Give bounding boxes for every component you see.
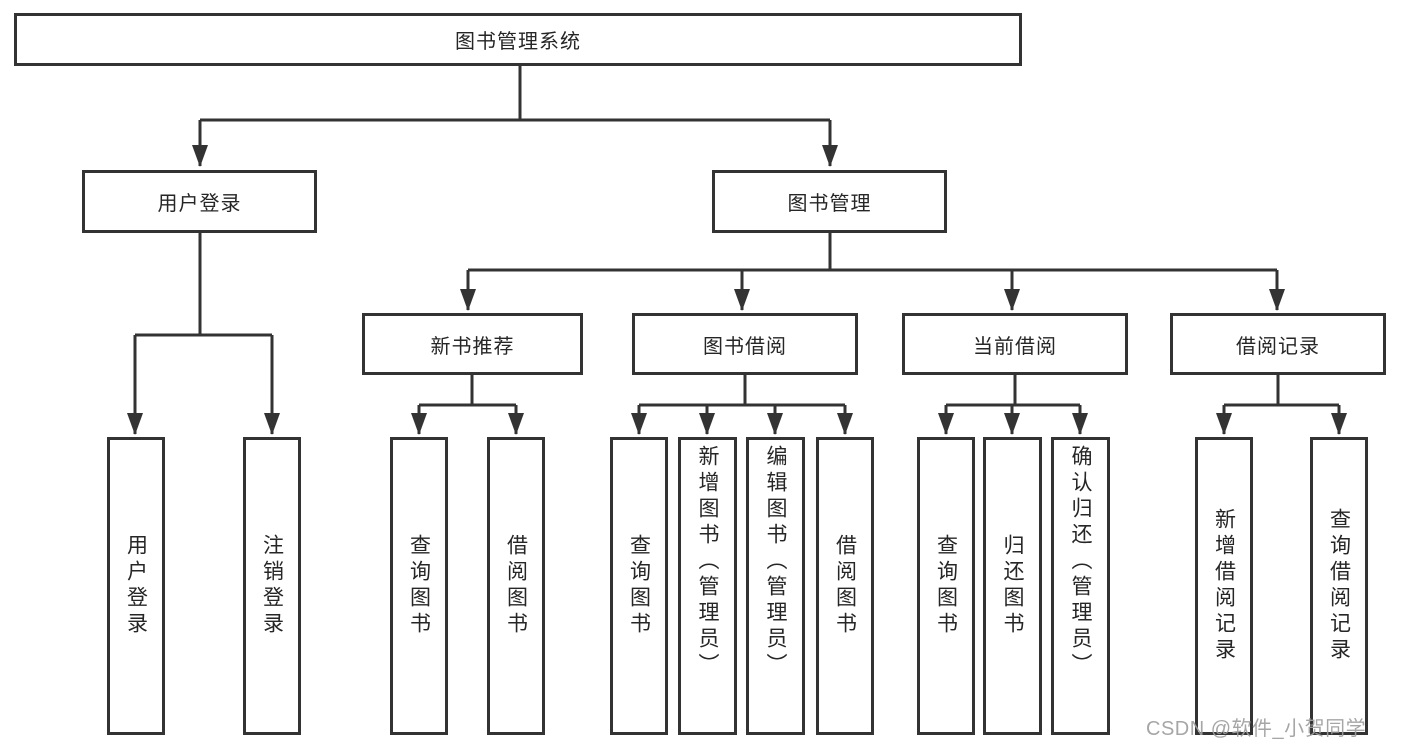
node-borrow-records: 借阅记录	[1170, 313, 1386, 375]
leaf-borrow-books: 借阅图书	[816, 437, 874, 735]
leaf-query-books-recommend: 查询图书	[390, 437, 448, 735]
node-new-book-recommend: 新书推荐	[362, 313, 583, 375]
leaf-add-borrow-record: 新增借阅记录	[1195, 437, 1253, 735]
leaf-confirm-return-admin: 确认归还（管理员）	[1051, 437, 1110, 735]
csdn-watermark: CSDN @软件_小贺同学	[1146, 718, 1367, 740]
node-book-borrow: 图书借阅	[632, 313, 858, 375]
node-user-login: 用户登录	[82, 170, 317, 233]
leaf-add-books-admin: 新增图书（管理员）	[678, 437, 737, 735]
tree-connectors	[127, 66, 1347, 435]
leaf-edit-books-admin: 编辑图书（管理员）	[746, 437, 805, 735]
node-book-management: 图书管理	[712, 170, 947, 233]
leaf-logout: 注销登录	[243, 437, 301, 735]
node-root-library-system: 图书管理系统	[14, 13, 1022, 66]
node-current-borrow: 当前借阅	[902, 313, 1128, 375]
leaf-borrow-books-recommend: 借阅图书	[487, 437, 545, 735]
leaf-query-books-current: 查询图书	[917, 437, 975, 735]
leaf-query-books-borrow: 查询图书	[610, 437, 668, 735]
leaf-query-borrow-record: 查询借阅记录	[1310, 437, 1368, 735]
leaf-user-login: 用户登录	[107, 437, 165, 735]
leaf-return-books: 归还图书	[983, 437, 1042, 735]
